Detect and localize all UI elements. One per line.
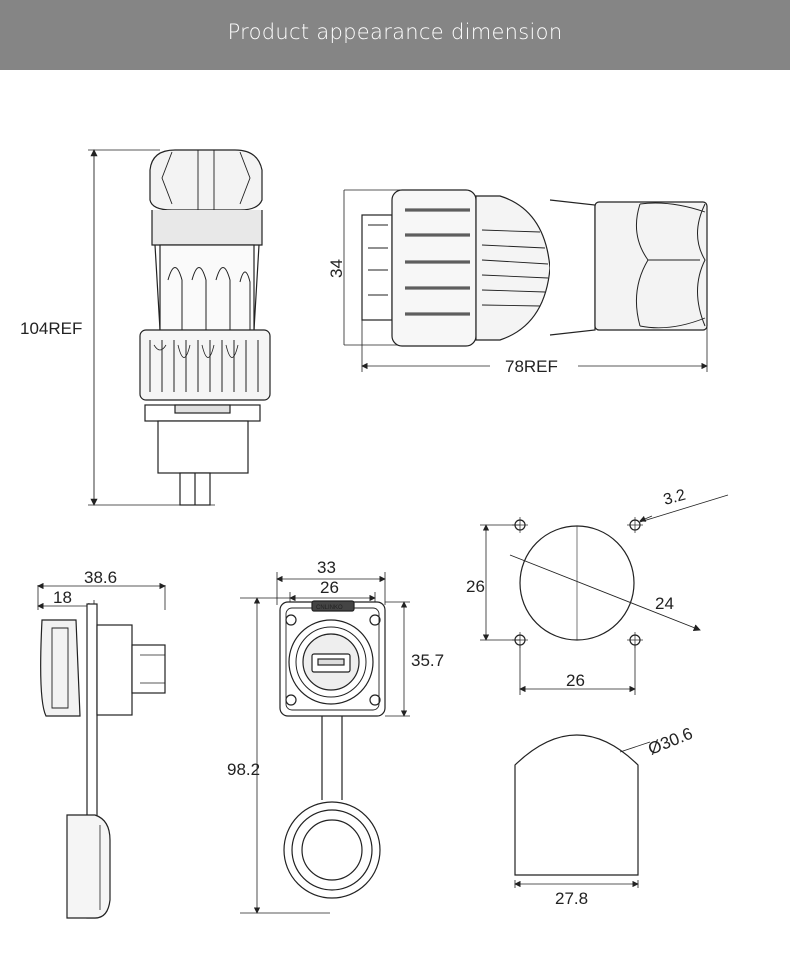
dim-35-7: 35.7	[411, 651, 444, 670]
page-title: Product appearance dimension	[227, 20, 563, 44]
dim-24: 24	[655, 594, 674, 613]
horizontal-view	[343, 189, 708, 372]
dim-d30-6: Ø30.6	[645, 724, 695, 759]
dim-18: 18	[53, 588, 72, 607]
dim-26-top: 26	[320, 578, 339, 597]
d-cut-view	[514, 734, 651, 888]
mount-holes	[512, 517, 643, 648]
dim-27-8: 27.8	[555, 889, 588, 908]
dim-78ref: 78REF	[505, 357, 558, 376]
dim-98-2: 98.2	[227, 760, 260, 779]
dim-33: 33	[317, 558, 336, 577]
dim-26-horizontal: 26	[566, 671, 585, 690]
front-view	[240, 572, 410, 914]
dim-38-6: 38.6	[84, 568, 117, 587]
header-banner: Product appearance dimension	[0, 0, 790, 70]
side-view	[88, 149, 271, 506]
panel-side-view	[37, 582, 166, 919]
panel-cutout	[480, 494, 729, 695]
dim-34: 34	[327, 259, 346, 278]
dim-104ref: 104REF	[20, 319, 82, 338]
dim-26-vertical: 26	[466, 577, 485, 596]
dim-3-2: 3.2	[662, 487, 688, 509]
brand-logo: CNLINKO	[316, 605, 343, 611]
